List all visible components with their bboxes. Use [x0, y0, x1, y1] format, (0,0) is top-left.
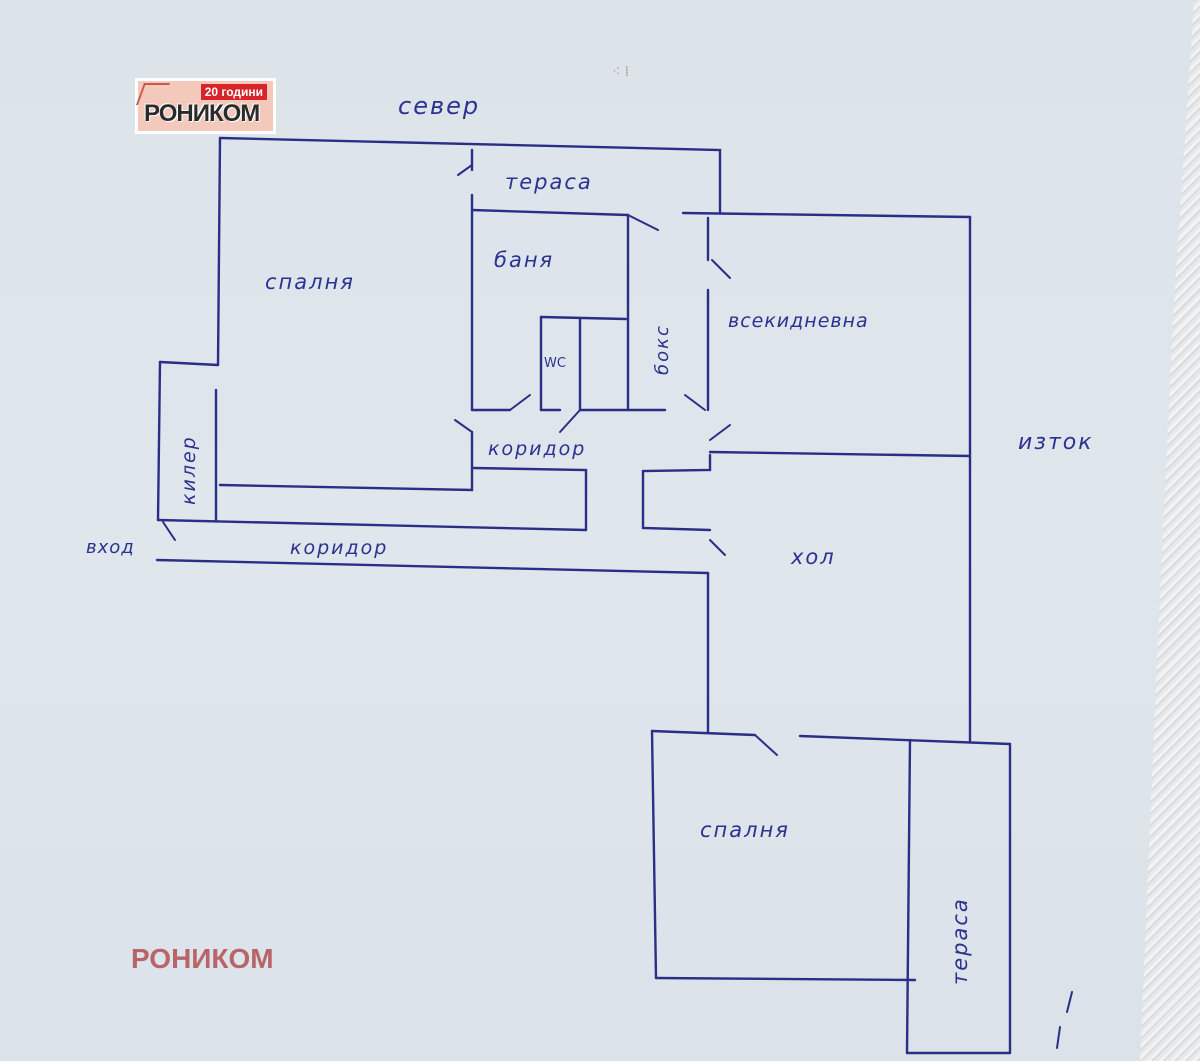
label-storage: килер [178, 435, 200, 505]
stray-mark [1056, 1026, 1061, 1049]
living-door [709, 424, 731, 441]
label-bedroom-south: спалня [700, 818, 790, 842]
label-entrance: вход [86, 537, 135, 558]
box-door [627, 214, 659, 231]
bedroom-door [454, 419, 473, 433]
label-bathroom: баня [494, 248, 555, 272]
paper-smudge: ⁖ ⁞ [612, 64, 630, 80]
label-corridor-main: коридор [290, 537, 389, 559]
bedroom-north-west-wall [216, 136, 222, 367]
terrace-bottom-wall [470, 208, 630, 217]
entrance-door [162, 521, 176, 541]
bedroom-south-bottom-wall [654, 976, 917, 982]
stray-mark [1066, 991, 1073, 1013]
label-east: изток [1018, 430, 1094, 455]
bedroom-south-door [754, 734, 778, 756]
hall-door [709, 539, 726, 556]
storage-west-wall [156, 360, 162, 522]
corridor-top-wall [156, 518, 588, 532]
terrace-door [457, 164, 473, 176]
label-box: бокс [652, 324, 673, 375]
logo-badge: 20 години [200, 84, 267, 100]
north-wall [218, 136, 722, 214]
label-terrace-north: тераса [505, 170, 593, 194]
watermark: РОНИКОМ [131, 943, 274, 974]
wc-top-wall [539, 315, 628, 321]
bedroom-south-west-wall [650, 729, 658, 980]
wc-door [559, 409, 581, 433]
bedroom-south-top-left [650, 729, 757, 737]
label-living-room: всекидневна [728, 310, 869, 332]
corridor-block-east [641, 453, 712, 532]
living-hall-divider [708, 450, 972, 458]
bath-door [509, 394, 531, 411]
label-corridor-inner: коридор [488, 438, 587, 460]
corridor-block-west [471, 466, 588, 532]
terrace-south-west-wall [905, 738, 912, 1055]
living-top-wall [681, 211, 972, 219]
company-logo: 20 години РОНИКОМ [135, 78, 276, 134]
label-north: север [398, 92, 481, 120]
label-hall: хол [791, 545, 836, 569]
label-wc: WC [544, 356, 566, 371]
label-bedroom-north: спалня [265, 270, 355, 294]
bedroom-south-wall [218, 430, 474, 492]
logo-name: РОНИКОМ [144, 100, 260, 127]
living-door-top [711, 259, 731, 279]
bedroom-south-top-right [798, 734, 1012, 746]
corridor-bottom-wall [155, 558, 710, 575]
storage-top-wall [158, 360, 220, 367]
box-door-bottom [684, 394, 706, 411]
label-terrace-south: тераса [948, 897, 972, 985]
